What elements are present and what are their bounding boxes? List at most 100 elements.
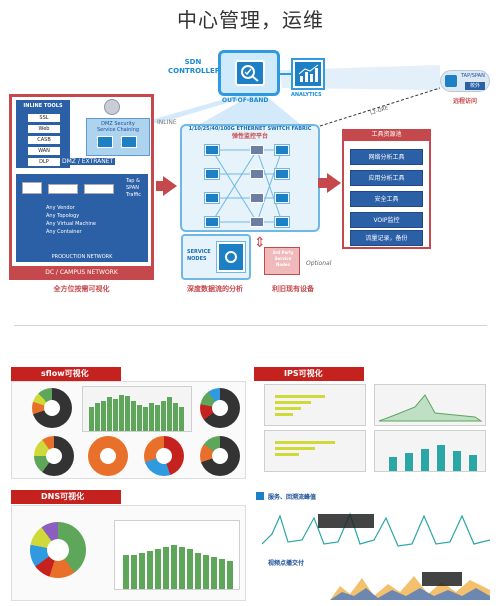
switch-icon xyxy=(250,169,264,179)
any-vm: Any Virtual Machine xyxy=(46,221,96,227)
tap-span-traffic-label: Tap & SPAN Traffic xyxy=(126,178,142,198)
switch-icon xyxy=(204,216,220,228)
any-topology: Any Topology xyxy=(46,213,80,219)
inline-tool-casb: CASB xyxy=(28,136,60,144)
donut-chart-icon xyxy=(88,436,128,476)
sflow-section-tag: sflow可视化 xyxy=(11,367,121,381)
sflow-bar-chart xyxy=(82,386,192,432)
video-area-chart xyxy=(330,566,490,600)
remote-cloud: TAP/SPAN 校外 xyxy=(440,70,490,92)
dmz-label: DMZ / EXTRANET xyxy=(60,158,116,165)
arrow-right-icon xyxy=(163,176,177,196)
dns-dashboard xyxy=(11,505,246,601)
inline-tool-web: Web xyxy=(28,125,60,133)
production-network-panel: Tap & SPAN Traffic Any Vendor Any Topolo… xyxy=(14,172,150,264)
sflow-dashboard xyxy=(11,381,246,479)
dns-bar-chart xyxy=(114,520,240,590)
third-party-nodes-box: 3rd Party Service Nodes xyxy=(264,247,300,275)
switch-icon xyxy=(274,216,290,228)
switch-icon xyxy=(250,217,264,227)
switch-icon xyxy=(121,136,137,148)
reuse-devices-caption: 利旧现有设备 xyxy=(272,285,314,293)
switch-icon xyxy=(274,144,290,156)
donut-chart-icon xyxy=(30,522,86,578)
third-party-label: 3rd Party Service Nodes xyxy=(272,250,294,267)
tool-network-analysis: 网络分析工具 xyxy=(350,149,423,165)
ips-screenshot-4 xyxy=(374,430,486,472)
donut-chart-icon xyxy=(34,436,74,476)
video-delivery-title: 视频点播交付 xyxy=(268,560,305,567)
ips-section-tag: IPS可视化 xyxy=(254,367,364,381)
service-nodes-label: SERVICE NODES xyxy=(187,249,211,262)
inline-tool-wan: WAN xyxy=(28,147,60,155)
fabric-title-cn: 弹性监控平台 xyxy=(231,133,268,140)
dc-campus-label: DC / CAMPUS NETWORK xyxy=(9,266,154,280)
switch-icon xyxy=(250,193,264,203)
switch-icon xyxy=(97,136,113,148)
analytics-icon xyxy=(291,58,325,90)
inline-tools-panel: INLINE TOOLS SSL Web CASB WAN DLP xyxy=(14,98,72,170)
building-icon xyxy=(48,184,78,194)
out-of-band-label: OUT-OF-BAND xyxy=(222,97,269,104)
arrow-shaft xyxy=(318,178,328,188)
building-icon xyxy=(22,182,42,194)
any-list: Any Vendor Any Topology Any Virtual Mach… xyxy=(46,204,96,236)
donut-chart-icon xyxy=(200,388,240,428)
switch-icon xyxy=(204,168,220,180)
tool-flow-record: 流量记录，备份 xyxy=(350,230,423,246)
dmz-service-label: DMZ Security Service Chaining xyxy=(96,121,140,133)
any-vendor: Any Vendor xyxy=(46,205,75,211)
fabric-title: 1/10/25/40/100G ETHERNET SWITCH FABRIC 弹… xyxy=(180,124,320,140)
tool-pool-title: 工具资源池 xyxy=(342,129,431,141)
any-container: Any Container xyxy=(46,229,82,235)
inline-tools-title: INLINE TOOLS xyxy=(23,103,63,109)
left-caption: 全方位按需可视化 xyxy=(53,285,110,293)
tool-security: 安全工具 xyxy=(350,191,423,207)
fabric-title-en: 1/10/25/40/100G ETHERNET SWITCH FABRIC xyxy=(188,126,312,132)
service-node-icon xyxy=(216,241,246,273)
switch-icon xyxy=(250,145,264,155)
gear-icon xyxy=(104,99,120,115)
inline-tool-ssl: SSL xyxy=(28,114,60,122)
building-icon xyxy=(84,184,114,194)
deep-analysis-caption: 深度数据流的分析 xyxy=(187,285,243,293)
service-line-chart xyxy=(261,504,491,554)
updown-arrow-icon: ⇕ xyxy=(254,235,266,251)
donut-chart-icon xyxy=(32,388,72,428)
tap-span-label: TAP/SPAN xyxy=(461,73,485,79)
service-nodes-box: SERVICE NODES xyxy=(181,234,251,280)
page-title: 中心管理，运维 xyxy=(177,8,324,32)
ips-screenshot-1 xyxy=(264,384,366,426)
dmz-service-box: DMZ Security Service Chaining xyxy=(86,118,150,156)
section-divider xyxy=(14,325,487,326)
service-peak-title: 服务、回溯流峰值 xyxy=(268,494,317,501)
tooltip-box xyxy=(422,572,462,586)
tap-device-icon xyxy=(445,75,457,87)
switch-icon xyxy=(274,168,290,180)
arrow-shaft xyxy=(156,181,164,191)
optional-label: Optional xyxy=(306,260,332,267)
switch-icon xyxy=(204,144,220,156)
square-bullet-icon xyxy=(256,492,264,500)
remote-access-caption: 远程访问 xyxy=(452,98,477,105)
inline-label: INLINE xyxy=(157,119,177,126)
controller-icon xyxy=(235,60,265,86)
sdn-controllers-label: SDN CONTROLLERS xyxy=(168,58,226,75)
inline-tool-dlp: DLP xyxy=(28,158,60,166)
switch-icon xyxy=(204,192,220,204)
ips-screenshot-2 xyxy=(374,384,486,426)
tooltip-box xyxy=(318,514,374,528)
arrow-right-icon xyxy=(327,173,341,193)
analytics-label: ANALYTICS xyxy=(291,92,322,98)
ips-screenshot-3 xyxy=(264,430,366,472)
fabric-switch-grid xyxy=(182,142,318,230)
donut-chart-icon xyxy=(144,436,184,476)
production-network-label: PRODUCTION NETWORK xyxy=(51,254,113,260)
tool-app-analysis: 应用分析工具 xyxy=(350,170,423,186)
sdn-controller-node xyxy=(218,50,280,96)
switch-icon xyxy=(274,192,290,204)
external-label: 校外 xyxy=(465,82,485,90)
dns-section-tag: DNS可视化 xyxy=(11,490,121,504)
tool-voip: VOIP监控 xyxy=(350,212,423,228)
donut-chart-icon xyxy=(200,436,240,476)
